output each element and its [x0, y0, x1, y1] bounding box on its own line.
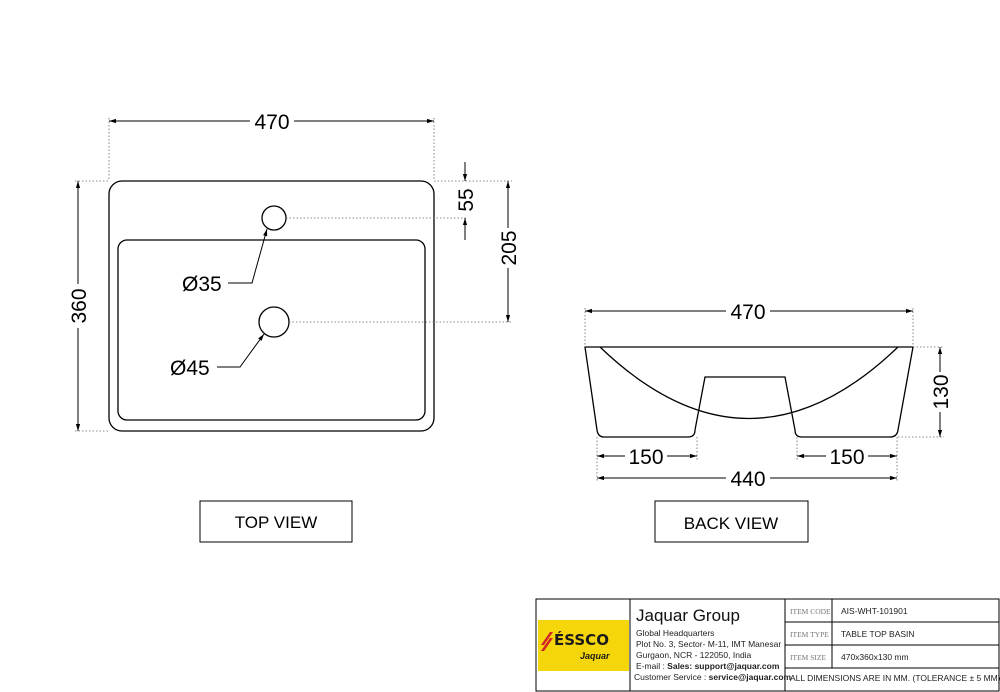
- basin-outline: [108, 180, 435, 432]
- dim-base: 440: [730, 468, 765, 491]
- dim-width: 470: [254, 111, 289, 134]
- service-link[interactable]: service@jaquar.com: [709, 672, 792, 682]
- tap-hole: [261, 205, 287, 231]
- item-size-value: 470x360x130 mm: [841, 652, 909, 662]
- company-name: Jaquar Group: [636, 606, 740, 625]
- dim-drain-offset: 205: [498, 230, 521, 265]
- svg-text:E-mail : Sales: support@jaquar: E-mail : Sales: support@jaquar.com: [636, 661, 780, 671]
- dim-tap-hole: Ø35: [182, 273, 222, 296]
- dim-height: 130: [930, 374, 953, 409]
- bowl-curve: [599, 346, 899, 420]
- dim-drain-hole: Ø45: [170, 357, 210, 380]
- address-line-2: Plot No. 3, Sector- M-11, IMT Manesar: [636, 639, 781, 649]
- svg-text:Jaquar: Jaquar: [580, 651, 610, 661]
- address-line-1: Global Headquarters: [636, 628, 714, 638]
- item-type-value: TABLE TOP BASIN: [841, 629, 915, 639]
- item-size-label: ITEM SIZE: [790, 653, 826, 662]
- dim-depth: 360: [68, 288, 91, 323]
- item-type-label: ITEM TYPE: [790, 630, 829, 639]
- svg-text:Customer Service : service@jaq: Customer Service : service@jaquar.com: [634, 672, 792, 682]
- item-code-label: ITEM CODE: [790, 607, 831, 616]
- dim-hole-offset: 55: [455, 188, 478, 211]
- address-line-3: Gurgaon, NCR - 122050, India: [636, 650, 752, 660]
- basin-bowl: [117, 239, 426, 421]
- back-view-label: BACK VIEW: [684, 514, 778, 533]
- dim-back-width: 470: [730, 301, 765, 324]
- basin-profile: [584, 346, 914, 438]
- dimensions-note: ALL DIMENSIONS ARE IN MM. (TOLERANCE ± 5…: [790, 673, 1000, 683]
- drain-hole: [258, 306, 290, 338]
- email-label: E-mail :: [636, 661, 667, 671]
- top-view: 470 360 55 205 Ø35 Ø45: [67, 110, 521, 432]
- svg-text:ÉSSCO: ÉSSCO: [554, 630, 609, 649]
- service-label: Customer Service :: [634, 672, 709, 682]
- top-view-label: TOP VIEW: [235, 513, 318, 532]
- essco-logo: ÉSSCO Jaquar: [538, 620, 629, 671]
- title-block: ÉSSCO Jaquar Jaquar Group Global Headqua…: [535, 598, 1000, 692]
- dim-foot-right: 150: [829, 446, 864, 469]
- item-code-value: AIS-WHT-101901: [841, 606, 908, 616]
- dim-foot-left: 150: [628, 446, 663, 469]
- email-link[interactable]: Sales: support@jaquar.com: [667, 661, 780, 671]
- back-view: 470 130 150 150 440: [584, 300, 953, 491]
